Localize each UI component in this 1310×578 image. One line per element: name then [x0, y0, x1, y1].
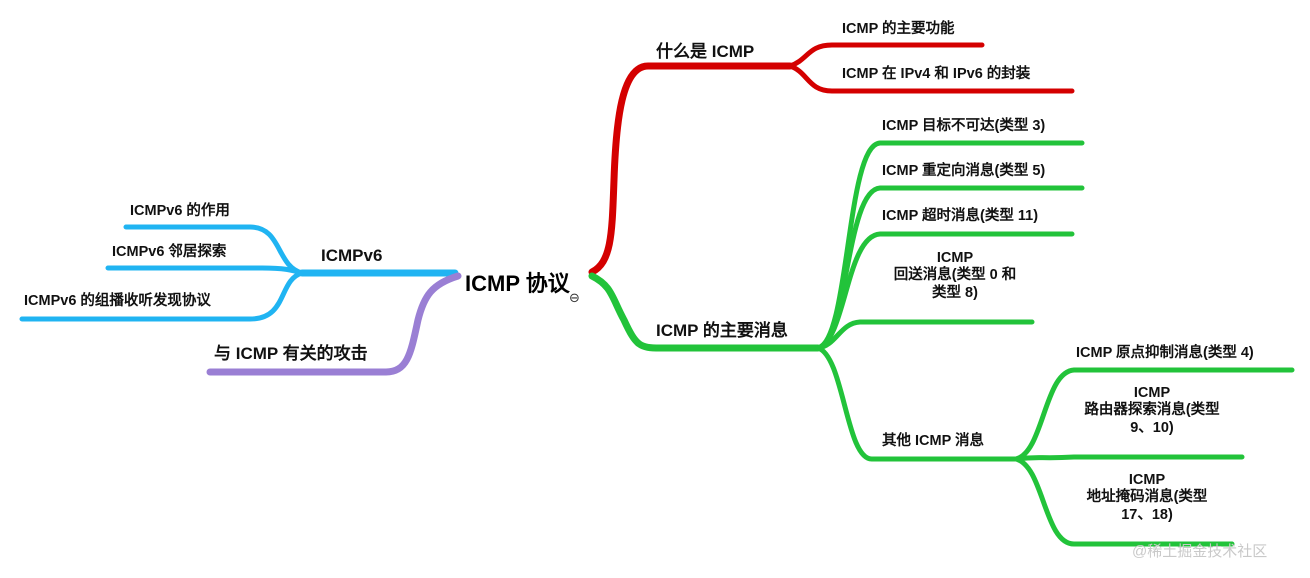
- node-echo-line-3: 类型 8): [932, 284, 978, 301]
- link-other-quench: [1013, 367, 1295, 462]
- link-what-is-encapsulation: [787, 63, 1075, 94]
- link-other-mask: [1013, 456, 1235, 547]
- node-icmpv6-neighbor-discovery[interactable]: ICMPv6 邻居探索: [112, 244, 227, 260]
- branch-icmpv6[interactable]: ICMPv6: [321, 246, 383, 265]
- node-time-exceeded[interactable]: ICMP 超时消息(类型 11): [882, 208, 1039, 224]
- link-icmpv6-mld: [19, 270, 305, 322]
- link-main-echo: [815, 319, 1035, 351]
- node-icmpv6-role[interactable]: ICMPv6 的作用: [130, 203, 230, 219]
- branch-what-is-icmp[interactable]: 什么是 ICMP: [656, 42, 755, 61]
- node-icmp-encapsulation[interactable]: ICMP 在 IPv4 和 IPv6 的封装: [842, 66, 1031, 82]
- node-router-line-3: 9、10): [1130, 419, 1174, 436]
- branch-icmp-attacks[interactable]: 与 ICMP 有关的攻击: [214, 344, 368, 363]
- collapse-toggle-icon[interactable]: ⊖: [569, 290, 580, 305]
- node-echo-line-2: 回送消息(类型 0 和: [893, 267, 1017, 284]
- node-redirect[interactable]: ICMP 重定向消息(类型 5): [882, 163, 1046, 179]
- branch-icmp-main-messages[interactable]: ICMP 的主要消息: [656, 321, 788, 340]
- link-other-router: [1013, 454, 1245, 462]
- node-dest-unreachable[interactable]: ICMP 目标不可达(类型 3): [882, 118, 1046, 134]
- link-what-is-functions: [787, 42, 985, 69]
- link-root-what-is: [588, 62, 794, 276]
- node-mask-line-1: ICMP: [1128, 472, 1166, 488]
- link-main-timeout: [815, 231, 1075, 351]
- node-mask-line-3: 17、18): [1121, 506, 1173, 523]
- node-address-mask[interactable]: ICMP 地址掩码消息(类型 17、18): [1064, 472, 1230, 524]
- node-router-line-1: ICMP: [1133, 385, 1171, 401]
- node-router-line-2: 路由器探索消息(类型: [1084, 402, 1220, 419]
- link-main-other: [815, 345, 1019, 462]
- node-source-quench[interactable]: ICMP 原点抑制消息(类型 4): [1076, 345, 1254, 361]
- node-mask-line-2: 地址掩码消息(类型: [1086, 489, 1208, 506]
- node-router-discovery[interactable]: ICMP 路由器探索消息(类型 9、10): [1064, 385, 1240, 437]
- node-echo-line-1: ICMP: [936, 250, 974, 266]
- node-echo[interactable]: ICMP 回送消息(类型 0 和 类型 8): [872, 250, 1038, 302]
- link-icmpv6-neighbor: [105, 265, 305, 276]
- node-icmp-main-functions[interactable]: ICMP 的主要功能: [842, 21, 955, 37]
- watermark: @稀土掘金技术社区: [1132, 543, 1268, 560]
- link-root-main-messages: [588, 272, 822, 352]
- node-other-icmp-messages[interactable]: 其他 ICMP 消息: [882, 433, 985, 449]
- root-node[interactable]: ICMP 协议: [465, 271, 570, 296]
- node-icmpv6-mld[interactable]: ICMPv6 的组播收听发现协议: [24, 293, 211, 309]
- link-root-attacks: [206, 272, 462, 376]
